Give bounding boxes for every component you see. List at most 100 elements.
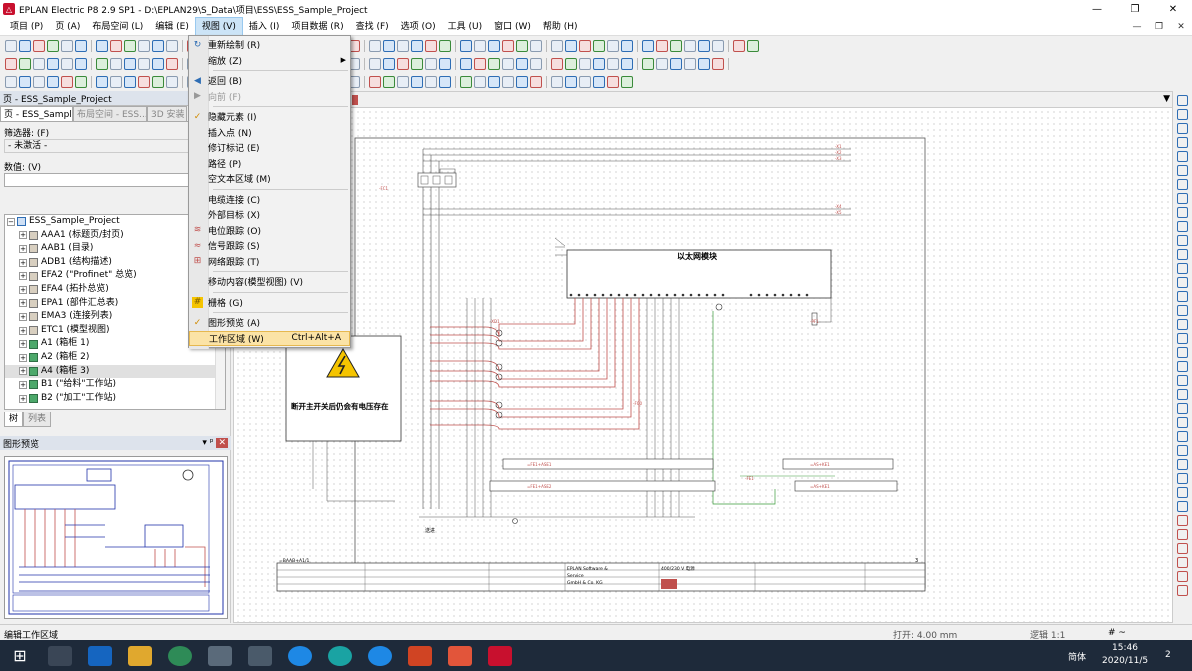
toolbar-button-icon[interactable]: [152, 57, 164, 70]
tree-item[interactable]: +EPA1 (部件汇总表): [5, 297, 225, 311]
toolbar-button-icon[interactable]: [75, 57, 87, 70]
toolbar-button-icon[interactable]: [565, 57, 577, 70]
toolbar-button-icon[interactable]: [670, 57, 682, 70]
toolbar-button-icon[interactable]: [502, 39, 514, 52]
view-menu-item[interactable]: 缩放 (Z)▶: [189, 53, 350, 68]
toolbar-button-icon[interactable]: [733, 39, 745, 52]
toolbar-button-icon[interactable]: [5, 57, 17, 70]
ie-icon-2[interactable]: [368, 645, 392, 666]
toolbar-button-icon[interactable]: [411, 57, 423, 70]
toolbar-button-icon[interactable]: [96, 39, 108, 52]
view-menu-item[interactable]: 工作区域 (W)Ctrl+Alt+A: [189, 330, 350, 346]
mdi-restore-icon[interactable]: ❐: [1154, 22, 1164, 32]
toolbar-button-icon[interactable]: [33, 39, 45, 52]
view-menu-item[interactable]: ⊞网络跟踪 (T): [189, 254, 350, 269]
symbol-tool-icon[interactable]: [1177, 417, 1188, 428]
toolbar-button-icon[interactable]: [530, 75, 542, 88]
view-menu-item[interactable]: ◀返回 (B): [189, 73, 350, 88]
toolbar-button-icon[interactable]: [110, 57, 122, 70]
symbol-tool-icon[interactable]: [1177, 123, 1188, 134]
toolbar-button-icon[interactable]: [593, 75, 605, 88]
expand-toggle-icon[interactable]: +: [19, 367, 27, 376]
toolbar-button-icon[interactable]: [5, 39, 17, 52]
toolbar-button-icon[interactable]: [579, 39, 591, 52]
toolbar-button-icon[interactable]: [502, 57, 514, 70]
view-menu-item[interactable]: 修订标记 (E): [189, 140, 350, 155]
toolbar-button-icon[interactable]: [551, 75, 563, 88]
toolbar-button-icon[interactable]: [698, 39, 710, 52]
menu-9[interactable]: 工具 (U): [447, 21, 483, 32]
toolbar-button-icon[interactable]: [369, 75, 381, 88]
toolbar-button-icon[interactable]: [530, 39, 542, 52]
toolbar-button-icon[interactable]: [488, 39, 500, 52]
toolbar-button-icon[interactable]: [684, 39, 696, 52]
toolbar-button-icon[interactable]: [488, 75, 500, 88]
symbol-tool-icon[interactable]: [1177, 543, 1188, 554]
toolbar-button-icon[interactable]: [96, 75, 108, 88]
symbol-tool-icon[interactable]: [1177, 165, 1188, 176]
expand-toggle-icon[interactable]: +: [19, 340, 27, 349]
symbol-tool-icon[interactable]: [1177, 333, 1188, 344]
symbol-tool-icon[interactable]: [1177, 431, 1188, 442]
symbol-tool-icon[interactable]: [1177, 221, 1188, 232]
app-icon-6[interactable]: [248, 645, 272, 666]
menu-8[interactable]: 选项 (O): [400, 21, 436, 32]
toolbar-button-icon[interactable]: [488, 57, 500, 70]
toolbar-button-icon[interactable]: [33, 57, 45, 70]
expand-toggle-icon[interactable]: +: [19, 312, 27, 321]
close-button[interactable]: ✕: [1168, 3, 1178, 15]
symbol-tool-icon[interactable]: [1177, 347, 1188, 358]
expand-toggle-icon[interactable]: +: [19, 272, 27, 281]
view-menu-item[interactable]: 空文本区域 (M): [189, 171, 350, 186]
toolbar-button-icon[interactable]: [47, 57, 59, 70]
explorer-icon[interactable]: [128, 645, 152, 666]
toolbar-button-icon[interactable]: [621, 57, 633, 70]
toolbar-button-icon[interactable]: [96, 57, 108, 70]
ie-icon[interactable]: [288, 645, 312, 666]
symbol-tool-icon[interactable]: [1177, 445, 1188, 456]
tree-item[interactable]: +AAA1 (标题页/封页): [5, 229, 225, 243]
toolbar-button-icon[interactable]: [124, 75, 136, 88]
symbol-tool-icon[interactable]: [1177, 137, 1188, 148]
menu-1[interactable]: 页 (A): [55, 21, 81, 32]
app-icon-8[interactable]: [328, 645, 352, 666]
toolbar-button-icon[interactable]: [397, 57, 409, 70]
toolbar-button-icon[interactable]: [19, 57, 31, 70]
expand-toggle-icon[interactable]: +: [19, 244, 27, 253]
chrome-icon[interactable]: [168, 645, 192, 666]
expand-toggle-icon[interactable]: +: [19, 258, 27, 267]
view-menu-item[interactable]: 外部目标 (X): [189, 207, 350, 222]
toolbar-button-icon[interactable]: [565, 75, 577, 88]
tree-item[interactable]: +A4 (箱柜 3): [5, 364, 225, 379]
expand-toggle-icon[interactable]: +: [19, 353, 27, 362]
symbol-tool-icon[interactable]: [1177, 487, 1188, 498]
toolbar-button-icon[interactable]: [593, 39, 605, 52]
symbol-tool-icon[interactable]: [1177, 95, 1188, 106]
symbol-tool-icon[interactable]: [1177, 305, 1188, 316]
expand-toggle-icon[interactable]: +: [19, 231, 27, 240]
symbol-tool-icon[interactable]: [1177, 375, 1188, 386]
symbol-tool-icon[interactable]: [1177, 361, 1188, 372]
toolbar-button-icon[interactable]: [124, 57, 136, 70]
tree-item[interactable]: +B1 ("给料"工作站): [5, 378, 225, 392]
toolbar-button-icon[interactable]: [5, 75, 17, 88]
toolbar-button-icon[interactable]: [551, 39, 563, 52]
toolbar-button-icon[interactable]: [607, 57, 619, 70]
view-menu-item[interactable]: ✓隐藏元素 (I): [189, 109, 350, 124]
toolbar-button-icon[interactable]: [411, 75, 423, 88]
toolbar-button-icon[interactable]: [670, 39, 682, 52]
expand-toggle-icon[interactable]: +: [19, 326, 27, 335]
toolbar-button-icon[interactable]: [579, 57, 591, 70]
toolbar-button-icon[interactable]: [61, 57, 73, 70]
app-icon-11[interactable]: [448, 645, 472, 666]
notification-count[interactable]: 2: [1165, 650, 1171, 660]
toolbar-button-icon[interactable]: [124, 39, 136, 52]
toolbar-button-icon[interactable]: [642, 57, 654, 70]
symbol-tool-icon[interactable]: [1177, 109, 1188, 120]
toolbar-button-icon[interactable]: [110, 39, 122, 52]
expand-toggle-icon[interactable]: +: [19, 285, 27, 294]
view-menu-item[interactable]: ≋电位跟踪 (O): [189, 223, 350, 238]
toolbar-button-icon[interactable]: [642, 39, 654, 52]
menu-10[interactable]: 窗口 (W): [494, 21, 531, 32]
symbol-tool-icon[interactable]: [1177, 529, 1188, 540]
